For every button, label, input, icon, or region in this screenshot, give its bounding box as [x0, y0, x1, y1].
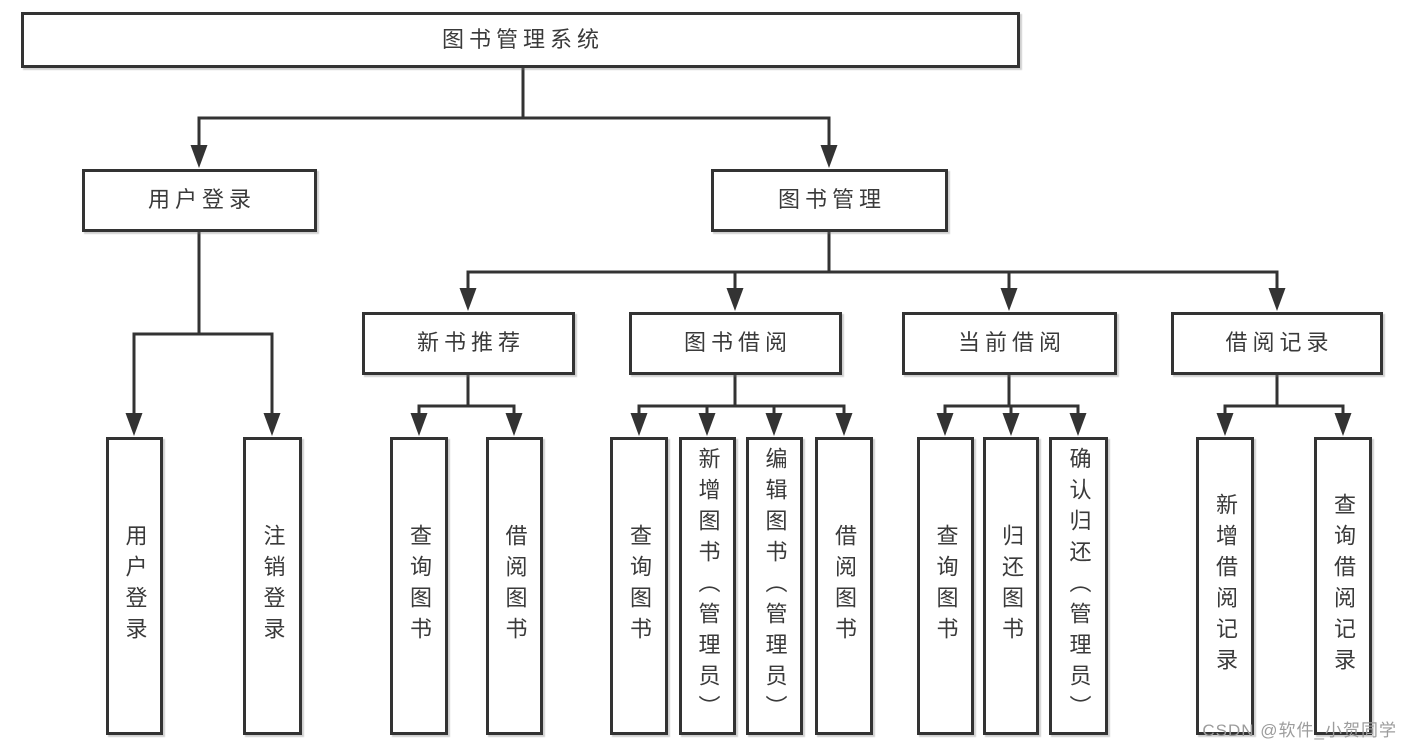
node-label: 图书管理系统 — [441, 26, 604, 52]
arrowhead-icon — [698, 413, 716, 436]
node-label: 借阅图书 — [832, 524, 857, 648]
node-query-books-recommend: 查询图书 — [390, 437, 448, 735]
node-borrow-books-recommend: 借阅图书 — [486, 437, 543, 735]
node-logout-leaf: 注销登录 — [243, 437, 302, 735]
node-label: 新书推荐 — [416, 330, 525, 356]
node-label: 图书管理 — [777, 187, 886, 213]
node-book-borrowing: 图书借阅 — [629, 312, 842, 375]
arrowhead-icon — [765, 413, 783, 436]
node-edit-books-admin: 编辑图书（管理员） — [746, 437, 803, 735]
arrowhead-icon — [190, 145, 208, 168]
node-borrowing-records: 借阅记录 — [1171, 312, 1383, 375]
node-book-management: 图书管理 — [711, 169, 948, 232]
arrowhead-icon — [1000, 288, 1018, 311]
node-query-books-current: 查询图书 — [917, 437, 974, 735]
node-label: 用户登录 — [122, 524, 148, 648]
node-query-borrowing-record: 查询借阅记录 — [1314, 437, 1372, 735]
node-return-books: 归还图书 — [983, 437, 1039, 735]
node-user-login: 用户登录 — [82, 169, 317, 232]
arrowhead-icon — [1268, 288, 1286, 311]
arrowhead-icon — [410, 413, 428, 436]
arrowhead-icon — [835, 413, 853, 436]
node-label: 用户登录 — [147, 187, 256, 213]
node-confirm-return-admin: 确认归还（管理员） — [1049, 437, 1108, 735]
node-label: 当前借阅 — [957, 330, 1066, 356]
node-label: 借阅图书 — [502, 524, 528, 648]
node-new-book-recommendation: 新书推荐 — [362, 312, 575, 375]
node-label: 借阅记录 — [1225, 330, 1334, 356]
arrowhead-icon — [505, 413, 523, 436]
arrowhead-icon — [459, 288, 477, 311]
arrowhead-icon — [1069, 413, 1087, 436]
arrowhead-icon — [820, 145, 838, 168]
node-query-books-borrowing: 查询图书 — [610, 437, 668, 735]
arrowhead-icon — [630, 413, 648, 436]
node-library-management-system: 图书管理系统 — [21, 12, 1020, 68]
arrowhead-icon — [1216, 413, 1234, 436]
arrowhead-icon — [1002, 413, 1020, 436]
node-label: 注销登录 — [260, 524, 286, 648]
node-label: 编辑图书（管理员） — [762, 446, 788, 726]
watermark: CSDN @软件_小贺同学 — [1202, 721, 1397, 740]
arrowhead-icon — [936, 413, 954, 436]
node-add-borrowing-record: 新增借阅记录 — [1196, 437, 1254, 735]
node-label: 新增借阅记录 — [1213, 493, 1238, 679]
node-label: 查询借阅记录 — [1331, 493, 1356, 679]
node-label: 归还图书 — [999, 524, 1024, 648]
node-borrow-books-leaf: 借阅图书 — [815, 437, 873, 735]
node-label: 查询图书 — [627, 524, 652, 648]
node-add-books-admin: 新增图书（管理员） — [679, 437, 736, 735]
node-label: 确认归还（管理员） — [1066, 446, 1092, 726]
arrowhead-icon — [263, 413, 281, 436]
arrowhead-icon — [726, 288, 744, 311]
node-label: 查询图书 — [407, 524, 432, 648]
arrowhead-icon — [125, 413, 143, 436]
node-label: 查询图书 — [933, 524, 959, 648]
node-label: 新增图书（管理员） — [695, 446, 721, 726]
arrowhead-icon — [1334, 413, 1352, 436]
node-current-borrowing: 当前借阅 — [902, 312, 1117, 375]
node-label: 图书借阅 — [683, 330, 792, 356]
node-user-login-leaf: 用户登录 — [106, 437, 163, 735]
